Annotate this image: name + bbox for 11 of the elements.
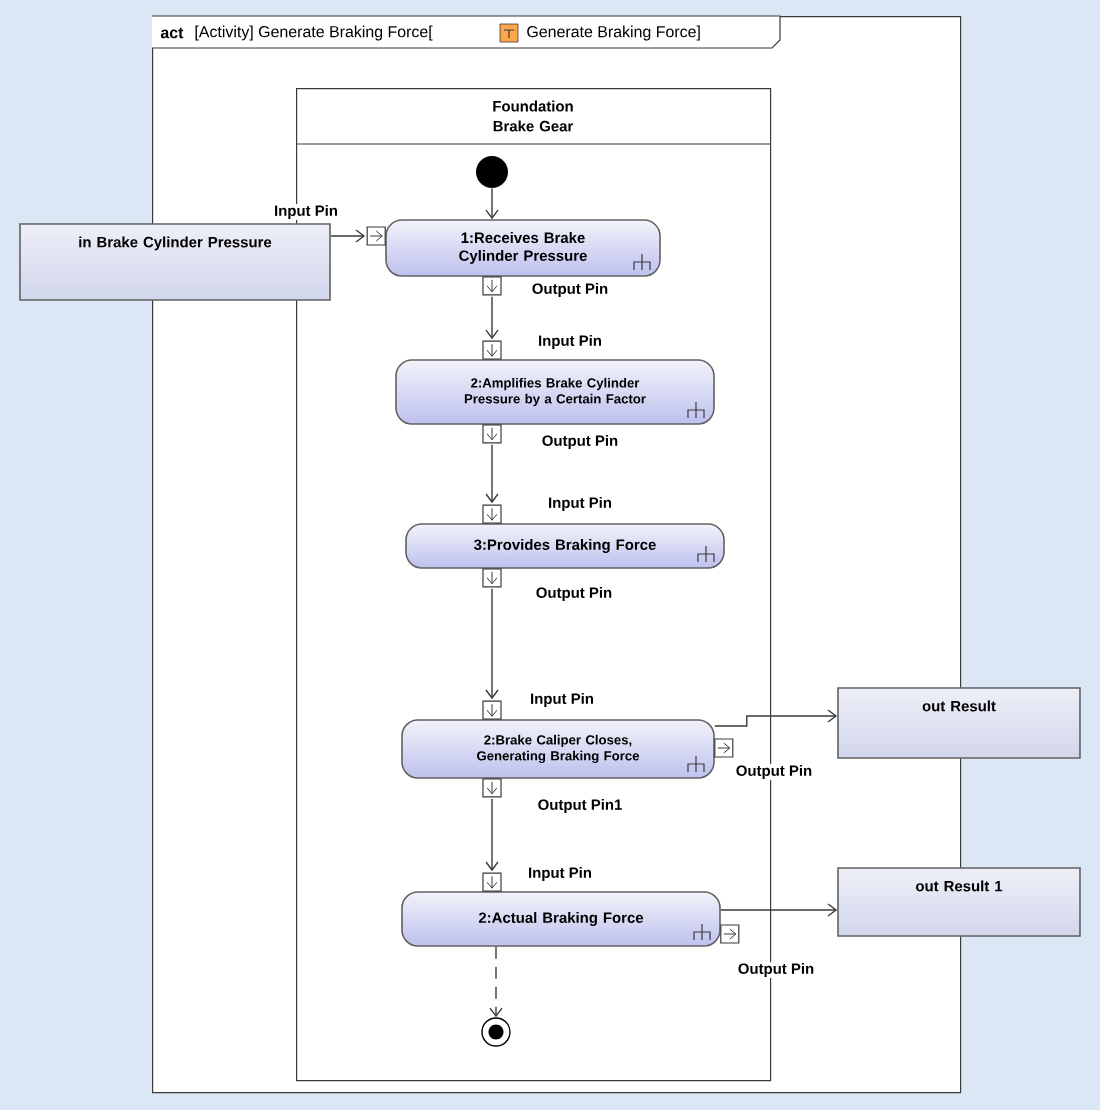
arrow (485, 187, 499, 220)
initial-node (476, 156, 508, 188)
arrow (330, 229, 366, 243)
arrow (485, 588, 499, 700)
arrow (485, 798, 499, 872)
final-node (481, 1017, 511, 1047)
arrow (489, 946, 503, 1018)
arrow (485, 296, 499, 340)
arrow (720, 903, 838, 917)
arrow (714, 709, 838, 727)
arrow (485, 444, 499, 504)
